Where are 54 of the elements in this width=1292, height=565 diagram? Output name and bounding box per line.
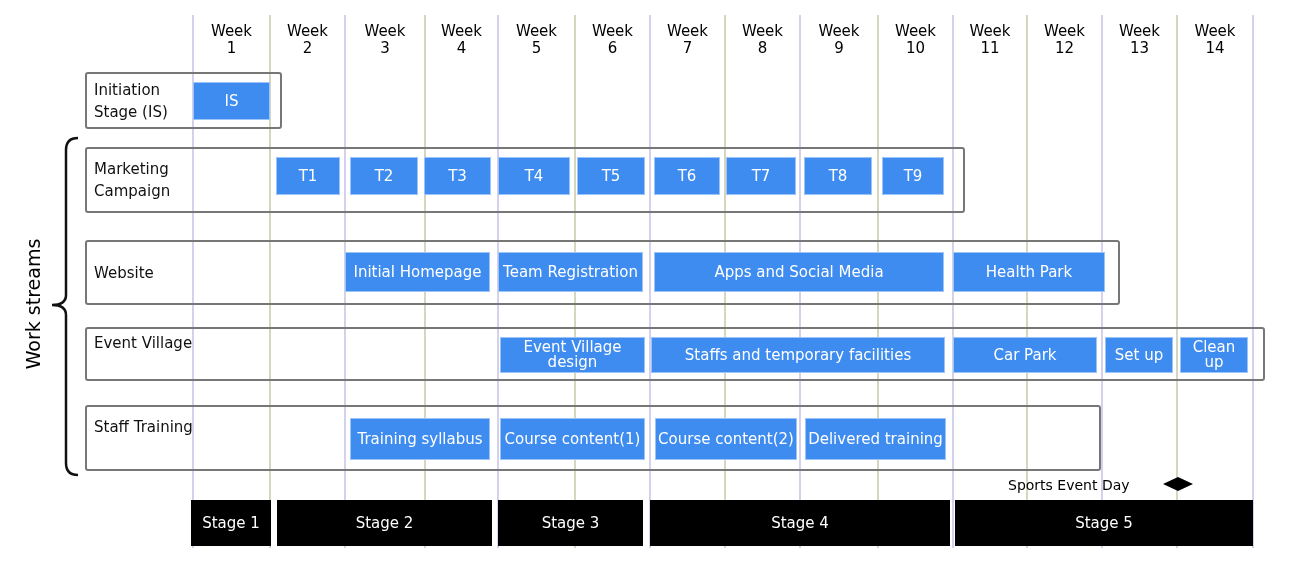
task-bar: Clean up [1180, 337, 1248, 373]
milestone-label: Sports Event Day [1008, 477, 1130, 493]
row-label: Initiation Stage (IS) [94, 79, 169, 123]
week-header: Week 5 [514, 23, 559, 57]
task-bar: T6 [654, 157, 720, 195]
task-bar: Staffs and temporary facilities [651, 337, 945, 373]
week-header: Week 8 [740, 23, 785, 57]
row-label: Event Village [94, 333, 194, 354]
week-header: Week 10 [893, 23, 938, 57]
task-bar: T7 [726, 157, 796, 195]
week-header: Week 9 [817, 23, 861, 57]
task-bar: T9 [882, 157, 944, 195]
task-bar: T5 [577, 157, 645, 195]
task-bar: Set up [1105, 337, 1173, 373]
stage-bar: Stage 4 [650, 500, 950, 546]
week-header: Week 14 [1193, 23, 1237, 57]
row-label: Staff Training [94, 417, 194, 438]
stage-bar: Stage 1 [191, 500, 271, 546]
row-band [85, 405, 1101, 471]
row-band [85, 147, 965, 213]
task-bar: Event Village design [500, 337, 645, 373]
stage-bar: Stage 5 [955, 500, 1253, 546]
stage-bar: Stage 2 [277, 500, 492, 546]
week-header: Week 13 [1117, 23, 1162, 57]
week-header: Week 3 [363, 23, 407, 57]
week-header: Week 11 [968, 23, 1012, 57]
task-bar: Team Registration [498, 252, 643, 292]
row-band [85, 240, 1120, 305]
week-header: Week 12 [1042, 23, 1087, 57]
row-label: Marketing Campaign [94, 159, 172, 202]
task-bar: Initial Homepage [345, 252, 490, 292]
row-label: Website [94, 262, 155, 284]
week-header: Week 6 [590, 23, 635, 57]
task-bar: Delivered training [805, 418, 946, 460]
task-bar: T4 [498, 157, 570, 195]
week-header: Week 4 [439, 23, 484, 57]
week-header: Week 7 [665, 23, 710, 57]
stage-bar: Stage 3 [498, 500, 643, 546]
task-bar: T1 [276, 157, 340, 195]
task-bar: T8 [804, 157, 872, 195]
row-band [85, 72, 282, 129]
week-header: Week 2 [285, 23, 330, 57]
week-header: Week 1 [209, 23, 254, 57]
task-bar: Apps and Social Media [654, 252, 944, 292]
task-bar: IS [193, 82, 270, 120]
task-bar: Car Park [953, 337, 1097, 373]
row-band [85, 327, 1265, 381]
task-bar: Course content(2) [655, 418, 797, 460]
task-bar: T3 [424, 157, 491, 195]
task-bar: Health Park [953, 252, 1105, 292]
group-label: Work streams [22, 238, 45, 370]
task-bar: T2 [350, 157, 418, 195]
task-bar: Course content(1) [500, 418, 645, 460]
task-bar: Training syllabus [350, 418, 490, 460]
